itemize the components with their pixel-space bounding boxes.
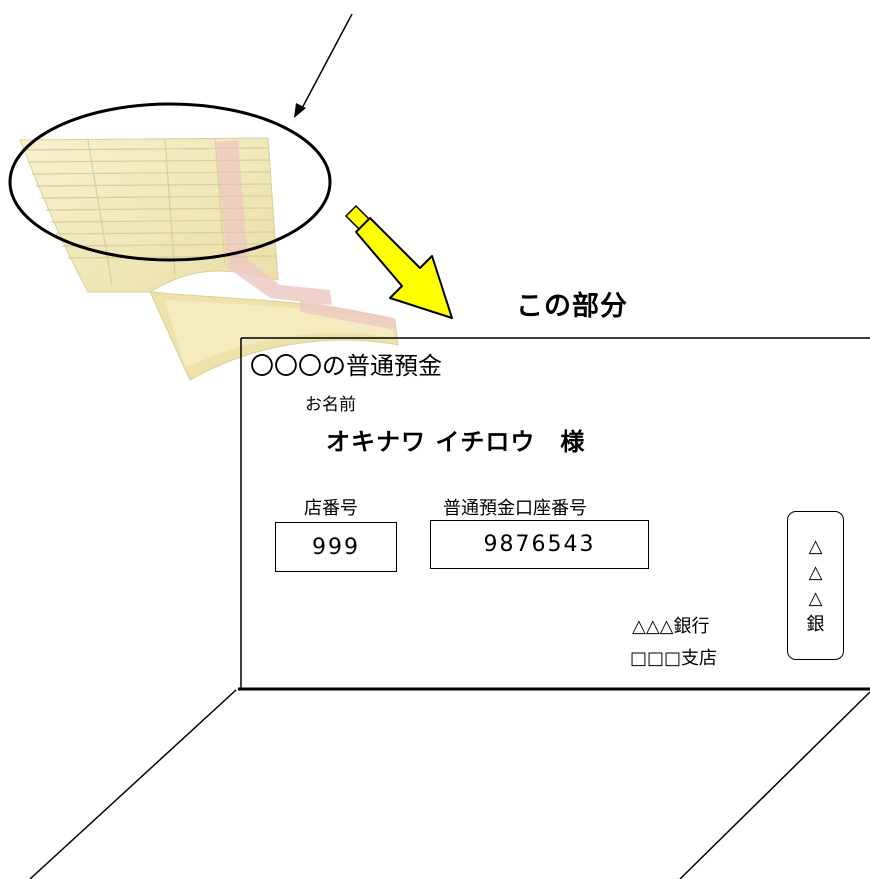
- highlight-ellipse: [8, 102, 332, 262]
- callout-label: この部分: [516, 291, 628, 322]
- branch-name: □□□支店: [630, 648, 718, 669]
- passbook-page-diagram: [29, 337, 870, 879]
- passbook-illustration: [19, 137, 399, 381]
- account-holder-name: オキナワ イチロウ 様: [326, 428, 586, 456]
- account-number-box: 9876543: [430, 520, 649, 569]
- account-type-title: 〇〇〇の普通預金: [250, 352, 442, 380]
- pointer-arrow: [294, 13, 353, 118]
- bank-seal-stamp: △ △ △ 銀: [787, 511, 844, 660]
- seal-char: △: [808, 587, 823, 609]
- branch-number-label: 店番号: [304, 498, 358, 519]
- seal-char: △: [808, 535, 823, 557]
- seal-char: 銀: [806, 613, 825, 635]
- seal-char: △: [808, 561, 823, 583]
- branch-number-box: 999: [275, 522, 397, 572]
- yellow-arrow: [344, 204, 453, 319]
- bank-name: △△△銀行: [632, 616, 710, 637]
- name-label: お名前: [305, 395, 356, 415]
- account-number-label: 普通預金口座番号: [443, 498, 587, 519]
